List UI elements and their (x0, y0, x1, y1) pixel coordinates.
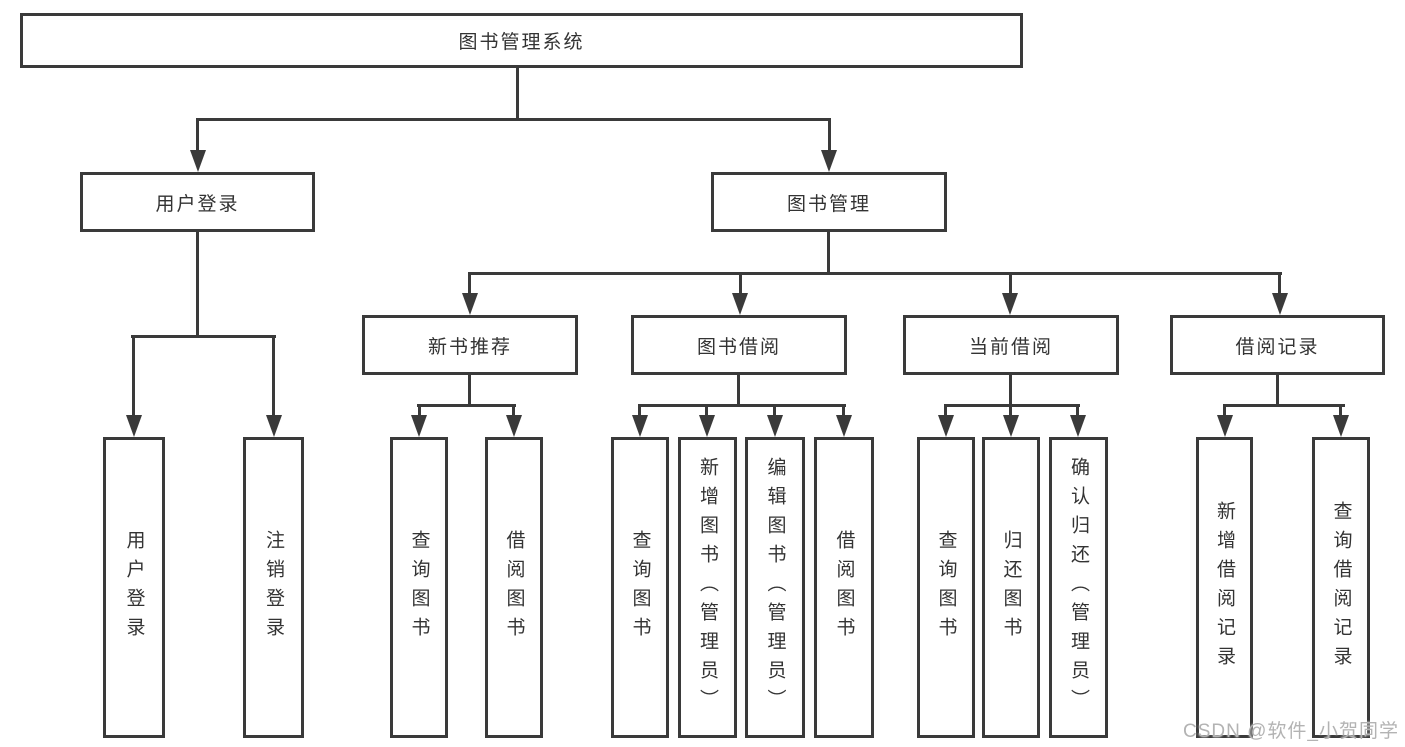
connector-g3-stem-2 (1009, 404, 1012, 417)
connector-g2-stub (737, 375, 740, 406)
node-borrow-records-label: 借阅记录 (1235, 336, 1320, 358)
connector-stem-book-management (828, 118, 831, 152)
arrowhead-g1-leaf-2 (506, 415, 522, 437)
node-current-borrow: 当前借阅 (903, 315, 1119, 375)
connector-g3-distributor (944, 404, 1080, 407)
connector-bookmgmt-stub (827, 232, 830, 274)
leaf-query-books-borrow-label: 查询图书 (629, 529, 651, 646)
connector-g1-stem-2 (512, 404, 515, 417)
arrowhead-g1-leaf-1 (411, 415, 427, 437)
leaf-query-borrow-record-label: 查询借阅记录 (1330, 500, 1352, 675)
leaf-query-books-borrow: 查询图书 (611, 437, 669, 738)
leaf-return-books-label: 归还图书 (1000, 529, 1022, 646)
leaf-add-books-admin-label: 新增图书（管理员） (697, 457, 718, 718)
connector-root-distributor (196, 118, 831, 121)
arrowhead-borrow-records (1272, 293, 1288, 315)
csdn-watermark: CSDN @软件_小贺同学 (1183, 721, 1399, 742)
connector-g3-stem-1 (944, 404, 947, 417)
arrowhead-g3-leaf-2 (1003, 415, 1019, 437)
connector-stem-leaf-logout (272, 335, 275, 417)
connector-g3-stub (1009, 375, 1012, 406)
arrowhead-g4-leaf-2 (1333, 415, 1349, 437)
arrowhead-g2-leaf-1 (632, 415, 648, 437)
leaf-user-login-label: 用户登录 (123, 529, 145, 646)
leaf-user-login: 用户登录 (103, 437, 165, 738)
leaf-query-books-current: 查询图书 (917, 437, 975, 738)
arrowhead-book-management (821, 150, 837, 172)
arrowhead-new-book (462, 293, 478, 315)
node-book-management-label: 图书管理 (786, 193, 871, 215)
connector-g2-stem-1 (638, 404, 641, 417)
leaf-add-books-admin: 新增图书（管理员） (678, 437, 737, 738)
arrowhead-leaf-logout (266, 415, 282, 437)
arrowhead-current-borrow (1002, 293, 1018, 315)
node-book-management: 图书管理 (711, 172, 947, 232)
connector-g1-stem-1 (418, 404, 421, 417)
leaf-confirm-return-admin-label: 确认归还（管理员） (1068, 457, 1089, 718)
node-new-book-recommend: 新书推荐 (362, 315, 578, 375)
connector-g4-stub (1276, 375, 1279, 406)
arrowhead-g3-leaf-3 (1070, 415, 1086, 437)
leaf-borrow-books: 借阅图书 (814, 437, 874, 738)
connector-stem-user-login (196, 118, 199, 152)
connector-g3-stem-3 (1076, 404, 1079, 417)
connector-userlogin-stub (196, 232, 199, 337)
connector-g2-stem-2 (705, 404, 708, 417)
leaf-query-books-current-label: 查询图书 (935, 529, 957, 646)
node-book-borrow-label: 图书借阅 (696, 336, 781, 358)
connector-g1-distributor (417, 404, 516, 407)
leaf-query-borrow-record: 查询借阅记录 (1312, 437, 1370, 738)
connector-stem-current-borrow (1009, 272, 1012, 295)
connector-g2-distributor (638, 404, 846, 407)
leaf-borrow-books-label: 借阅图书 (833, 529, 855, 646)
node-new-book-recommend-label: 新书推荐 (427, 336, 512, 358)
connector-g4-distributor (1223, 404, 1345, 407)
node-root-label: 图书管理系统 (458, 32, 585, 53)
node-user-login: 用户登录 (80, 172, 315, 232)
node-current-borrow-label: 当前借阅 (968, 336, 1053, 358)
node-book-borrow: 图书借阅 (631, 315, 847, 375)
leaf-edit-books-admin: 编辑图书（管理员） (745, 437, 805, 738)
leaf-add-borrow-record-label: 新增借阅记录 (1214, 500, 1235, 675)
connector-g2-stem-3 (773, 404, 776, 417)
arrowhead-g4-leaf-1 (1217, 415, 1233, 437)
arrowhead-g3-leaf-1 (938, 415, 954, 437)
connector-bookmgmt-distributor (468, 272, 1282, 275)
connector-userlogin-distributor (131, 335, 276, 338)
leaf-logout-label: 注销登录 (263, 529, 284, 646)
connector-stem-borrow-records (1278, 272, 1281, 295)
connector-g4-stem-2 (1339, 404, 1342, 417)
node-root-system: 图书管理系统 (20, 13, 1023, 68)
connector-g4-stem-1 (1223, 404, 1226, 417)
leaf-edit-books-admin-label: 编辑图书（管理员） (764, 457, 786, 718)
arrowhead-g2-leaf-4 (836, 415, 852, 437)
leaf-query-books-recommend-label: 查询图书 (408, 529, 430, 646)
connector-stem-book-borrow (739, 272, 742, 295)
leaf-add-borrow-record: 新增借阅记录 (1196, 437, 1253, 738)
leaf-logout: 注销登录 (243, 437, 304, 738)
leaf-query-books-recommend: 查询图书 (390, 437, 448, 738)
leaf-borrow-books-recommend-label: 借阅图书 (503, 529, 525, 646)
connector-stem-leaf-user-login (132, 335, 135, 417)
arrowhead-g2-leaf-2 (699, 415, 715, 437)
node-user-login-label: 用户登录 (155, 193, 240, 215)
connector-root-stub (516, 68, 519, 120)
arrowhead-user-login (190, 150, 206, 172)
arrowhead-book-borrow (732, 293, 748, 315)
connector-stem-new-book (468, 272, 471, 295)
leaf-borrow-books-recommend: 借阅图书 (485, 437, 543, 738)
arrowhead-g2-leaf-3 (767, 415, 783, 437)
arrowhead-leaf-user-login (126, 415, 142, 437)
leaf-return-books: 归还图书 (982, 437, 1040, 738)
node-borrow-records: 借阅记录 (1170, 315, 1385, 375)
connector-g1-stub (468, 375, 471, 406)
connector-g2-stem-4 (842, 404, 845, 417)
leaf-confirm-return-admin: 确认归还（管理员） (1049, 437, 1108, 738)
